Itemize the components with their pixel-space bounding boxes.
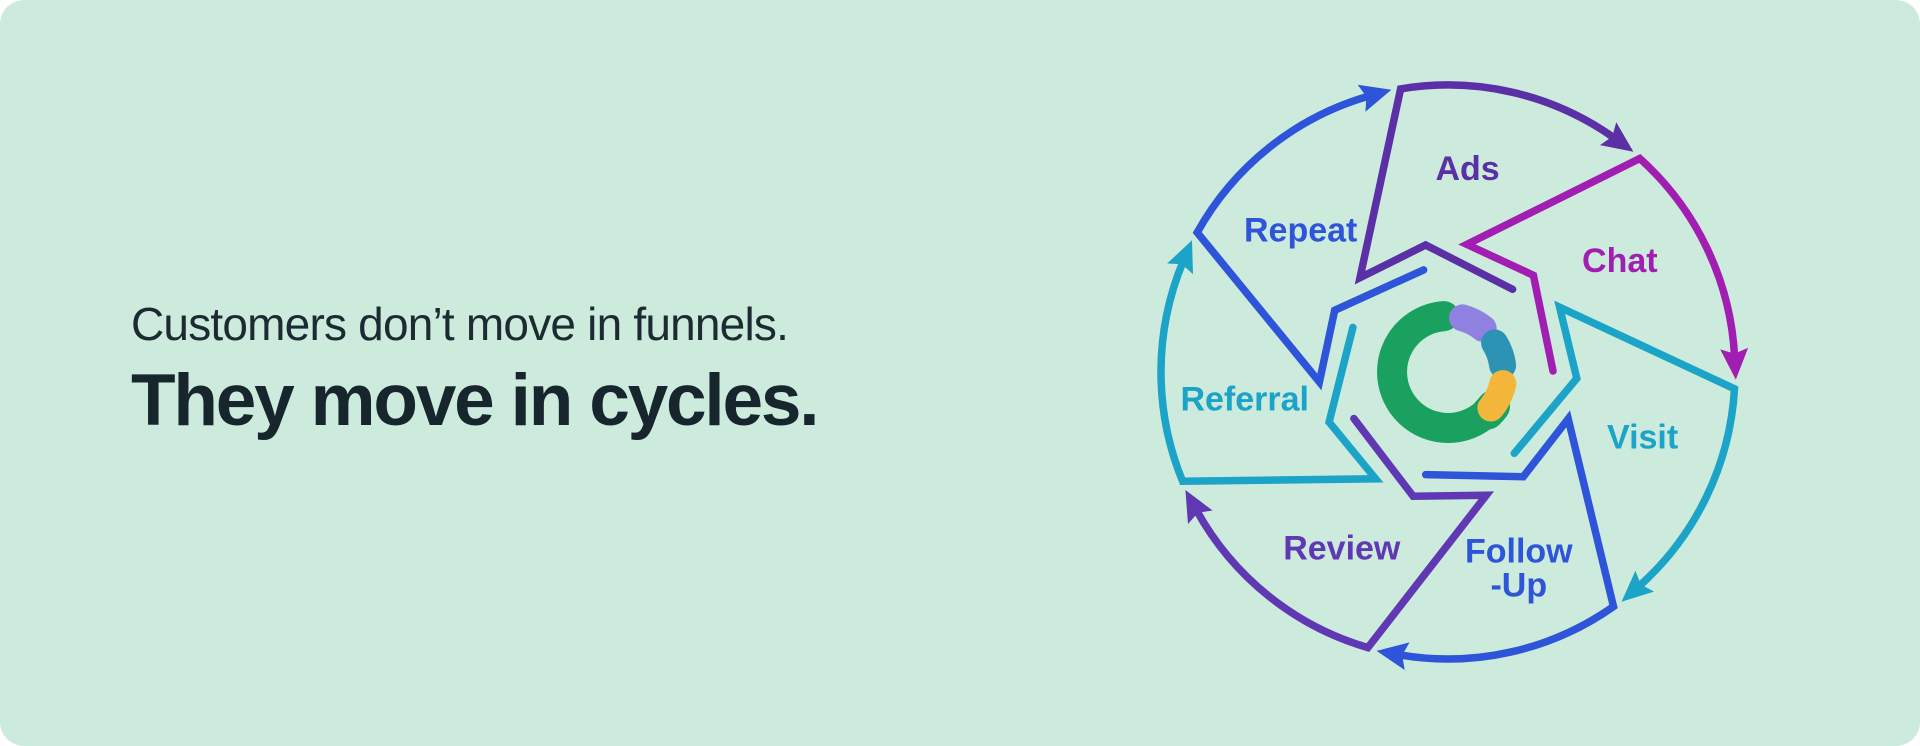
headline-line1: Customers don’t move in funnels. <box>131 298 789 350</box>
cycle-label-repeat: Repeat <box>1244 211 1357 249</box>
cycle-label-referral: Referral <box>1180 380 1309 418</box>
cycle-segment-repeat: Repeat <box>1192 84 1428 391</box>
headline: Customers don’t move in funnels. They mo… <box>131 298 820 441</box>
cycle-blade-referral <box>1157 257 1384 485</box>
cycle-arrow-referral-icon <box>1167 240 1193 275</box>
cycle-label-review: Review <box>1283 529 1401 567</box>
logo-arc-teal <box>1481 329 1517 379</box>
logo-arc-green <box>1377 301 1504 443</box>
cycle-arrow-follow-up-icon <box>1376 642 1410 670</box>
cycle-arrow-chat-icon <box>1720 347 1749 380</box>
cycle-blade-chat <box>1458 154 1739 375</box>
cycle-blade-follow-up <box>1395 410 1618 663</box>
cycle-label-visit: Visit <box>1607 419 1678 457</box>
cycle-label-chat: Chat <box>1582 242 1658 280</box>
cycle-segment-review: Review <box>1185 414 1495 652</box>
cycle-segment-follow-up: Follow-Up <box>1376 410 1618 670</box>
headline-line2: They move in cycles. <box>131 360 820 441</box>
cycle-label-follow-up: Follow-Up <box>1465 532 1573 604</box>
cycle-segment-ads: Ads <box>1354 81 1634 294</box>
cycle-label-ads: Ads <box>1435 150 1499 188</box>
cycle-segment-visit: Visit <box>1510 300 1739 602</box>
cycle-arrow-review-icon <box>1185 490 1213 524</box>
cycle-blade-repeat <box>1192 92 1428 391</box>
cycle-blade-visit <box>1510 300 1739 591</box>
cycle-arrow-ads-icon <box>1600 122 1634 152</box>
cycle-blade-review <box>1192 414 1495 652</box>
cycle-blade-ads <box>1354 81 1619 294</box>
cycle-segment-referral: Referral <box>1157 240 1384 485</box>
cycle-arrow-repeat-icon <box>1357 84 1392 112</box>
donut-logo-icon <box>1377 301 1517 443</box>
cycle-arrow-visit-icon <box>1621 570 1654 602</box>
logo-arc-lavender <box>1449 304 1497 342</box>
cycle-segment-chat: Chat <box>1458 154 1749 380</box>
logo-arc-yellow <box>1477 370 1517 422</box>
